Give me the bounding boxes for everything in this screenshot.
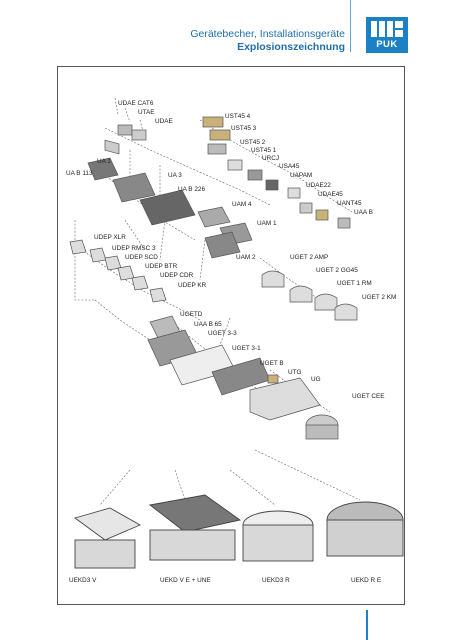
label-uget-3-1: UGET 3-1 bbox=[232, 345, 261, 352]
label-uam-2: UAM 2 bbox=[236, 254, 256, 261]
label-udae45: UDAE45 bbox=[318, 191, 343, 198]
logo-text: PUK bbox=[376, 39, 398, 50]
label-utae: UTAE bbox=[138, 109, 155, 116]
label-udep-rmsc-3: UDEP RMSC 3 bbox=[112, 245, 156, 252]
label-usa45: USA45 bbox=[279, 163, 300, 170]
label-ugetd: UGETD bbox=[180, 311, 203, 318]
label-ua-b-113: UA B 113 bbox=[66, 170, 93, 177]
label-uget-cee: UGET CEE bbox=[352, 393, 385, 400]
label-ust45-1: UST45 1 bbox=[251, 147, 277, 154]
header-subtitle: Explosionszeichnung bbox=[237, 41, 345, 53]
header-title: Gerätebecher, Installationsgeräte bbox=[190, 28, 345, 40]
label-utg: UTG bbox=[288, 369, 302, 376]
label-uget-2-gg45: UGET 2 GG45 bbox=[316, 267, 358, 274]
label-uget-2-amp: UGET 2 AMP bbox=[290, 254, 329, 261]
label-udep-scd: UDEP SCD bbox=[125, 254, 158, 261]
label-udep-kr: UDEP KR bbox=[178, 282, 207, 289]
header-rule bbox=[350, 0, 351, 52]
label-uekd3-r: UEKD3 R bbox=[262, 577, 290, 584]
label-uget-1-rm: UGET 1 RM bbox=[337, 280, 372, 287]
label-uam-1: UAM 1 bbox=[257, 220, 277, 227]
label-uapam: UAPAM bbox=[290, 172, 313, 179]
label-ua-b-226: UA B 226 bbox=[178, 186, 206, 193]
label-ug: UG bbox=[311, 376, 321, 383]
label-udep-cdr: UDEP CDR bbox=[160, 272, 194, 279]
label-uget-3-3: UGET 3-3 bbox=[208, 330, 237, 337]
label-uekd-r-e: UEKD R E bbox=[351, 577, 382, 584]
label-ust45-3: UST45 3 bbox=[231, 125, 257, 132]
drawing-frame bbox=[57, 66, 405, 605]
label-ust45-4: UST45 4 bbox=[225, 113, 251, 120]
label-uaa-b-65: UAA B 65 bbox=[194, 321, 222, 328]
label-udep-btr: UDEP BTR bbox=[145, 263, 178, 270]
label-uekd3-v: UEKD3 V bbox=[69, 577, 97, 584]
label-urcj: URCJ bbox=[262, 155, 280, 162]
label-uam-4: UAM 4 bbox=[232, 201, 252, 208]
label-udae22: UDAE22 bbox=[306, 182, 331, 189]
label-uget-2-km: UGET 2 KM bbox=[362, 294, 397, 301]
label-uaa-b: UAA B bbox=[354, 209, 373, 216]
label-ua-3: UA 3 bbox=[168, 172, 182, 179]
label-ua-1: UA 1 bbox=[97, 158, 111, 165]
label-udae: UDAE bbox=[155, 118, 173, 125]
label-uant45: UANT45 bbox=[337, 200, 362, 207]
footer-accent-bar bbox=[366, 610, 368, 640]
label-udep-xlr: UDEP XLR bbox=[94, 234, 126, 241]
label-uget-b: UGET B bbox=[260, 360, 284, 367]
puk-logo: PUK bbox=[366, 17, 408, 53]
label-ust45-2: UST45 2 bbox=[240, 139, 266, 146]
label-uekd-v-e-une: UEKD V E + UNE bbox=[160, 577, 211, 584]
label-udae-cat6: UDAE CAT6 bbox=[118, 100, 154, 107]
